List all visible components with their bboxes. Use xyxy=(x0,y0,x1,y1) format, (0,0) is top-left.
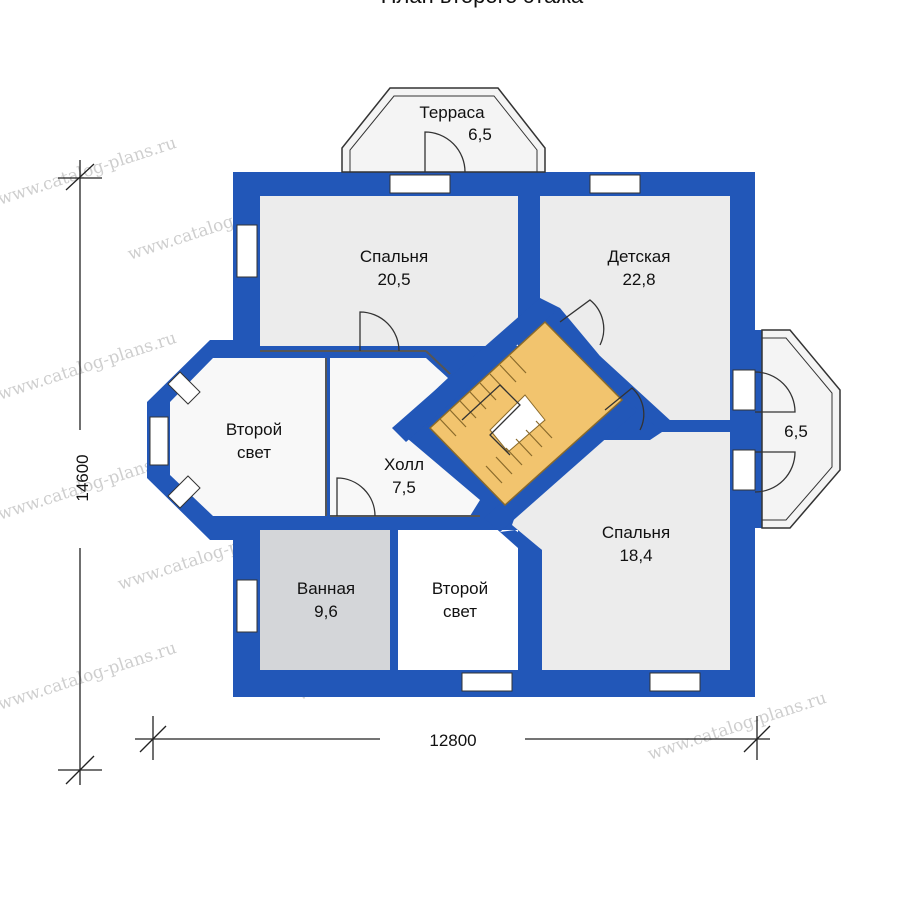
watermark-text: www.catalog-plans.ru xyxy=(645,688,829,765)
window xyxy=(167,371,201,405)
window xyxy=(389,174,451,194)
window xyxy=(167,475,201,509)
plan-title: План второго этажа xyxy=(381,0,584,8)
dimension-tick xyxy=(139,725,167,753)
dimension-tick xyxy=(743,725,771,753)
floor-nursery xyxy=(540,196,730,420)
wall-stair-nw xyxy=(392,298,555,442)
partition-line xyxy=(425,350,451,375)
stair-tread xyxy=(535,420,553,439)
wall-bath-east xyxy=(390,516,398,670)
room-name-terrace: Терраса xyxy=(419,103,485,122)
stair-tread xyxy=(459,400,477,419)
room-name-bedroom-2: Спальня xyxy=(602,523,670,542)
door-swing xyxy=(754,371,796,413)
stair-tread xyxy=(509,355,527,374)
inner-walls xyxy=(237,196,730,670)
room-area-nursery: 22,8 xyxy=(622,270,655,289)
staircase xyxy=(428,320,624,507)
wall-partition xyxy=(518,196,540,336)
room-name-bathroom: Ванная xyxy=(297,579,355,598)
stair-tread xyxy=(525,429,543,448)
dimension-width-label: 12800 xyxy=(429,731,476,750)
dimension-tick xyxy=(65,755,95,785)
dimension-height-label: 14600 xyxy=(73,454,92,501)
stair-treads xyxy=(439,355,553,484)
room-area-bedroom-1: 20,5 xyxy=(377,270,410,289)
door-swing xyxy=(754,451,796,493)
room-area-second-light-west: свет xyxy=(237,443,271,462)
stair-tread xyxy=(469,391,487,410)
window xyxy=(461,672,513,692)
north-terrace xyxy=(341,87,546,173)
wall-nursery-diag xyxy=(592,356,730,432)
room-area-hall: 7,5 xyxy=(392,478,416,497)
window xyxy=(589,174,641,194)
stair-tread xyxy=(505,447,523,466)
stair-landing xyxy=(489,394,546,453)
room-name-second-light-south: Второй xyxy=(432,579,488,598)
watermark-text: www.catalog-plans.ru xyxy=(0,133,179,210)
wall-stair-se xyxy=(484,398,636,532)
floor-bathroom xyxy=(260,530,390,670)
stair-tread xyxy=(479,382,497,401)
window xyxy=(236,579,258,633)
north-terrace-rail xyxy=(349,95,538,173)
thin-partitions xyxy=(260,350,480,517)
east-bay-wall xyxy=(728,330,762,528)
wall-light-east xyxy=(500,530,542,670)
room-area-bathroom: 9,6 xyxy=(314,602,338,621)
door-swing xyxy=(559,299,605,346)
stair-tread xyxy=(449,409,467,428)
floor-second-light-south xyxy=(398,530,518,670)
doors xyxy=(336,131,796,517)
stair-tread xyxy=(485,465,503,484)
stair-tread xyxy=(495,456,513,475)
stair-tread xyxy=(499,364,517,383)
room-name-bedroom-1: Спальня xyxy=(360,247,428,266)
floor-bedroom-2 xyxy=(512,432,730,670)
room-name-hall: Холл xyxy=(384,455,424,474)
windows xyxy=(149,174,756,692)
dimension-height xyxy=(58,160,102,785)
window xyxy=(236,224,258,278)
floor-bedroom-1 xyxy=(260,196,518,346)
door-swing xyxy=(424,131,466,173)
stair-tread xyxy=(515,438,533,457)
window xyxy=(149,416,169,466)
floor-areas xyxy=(170,196,730,670)
window xyxy=(732,369,756,411)
room-area-east-terrace: 6,5 xyxy=(784,422,808,441)
dimension-tick xyxy=(65,163,95,191)
window xyxy=(649,672,701,692)
room-labels: Терраса 6,5 Спальня 20,5 Детская 22,8 Вт… xyxy=(226,103,808,621)
watermark-text: www.catalog-plans.ru xyxy=(0,328,179,405)
stair-tread xyxy=(439,418,457,437)
door-swing xyxy=(359,311,400,352)
dimension-width xyxy=(135,716,771,760)
room-name-nursery: Детская xyxy=(608,247,671,266)
stair-arrow xyxy=(461,384,521,456)
room-area-second-light-south: свет xyxy=(443,602,477,621)
terraces xyxy=(341,87,841,529)
room-area-terrace: 6,5 xyxy=(468,125,492,144)
room-area-bedroom-2: 18,4 xyxy=(619,546,652,565)
watermark-text: www.catalog-plans.ru xyxy=(0,638,179,715)
floor-second-light-west xyxy=(170,358,326,516)
door-swing xyxy=(604,387,645,431)
door-swing xyxy=(336,477,376,517)
room-name-second-light-west: Второй xyxy=(226,420,282,439)
wall-bath-north xyxy=(237,516,392,530)
window xyxy=(732,449,756,491)
east-terrace-rail xyxy=(761,337,833,521)
